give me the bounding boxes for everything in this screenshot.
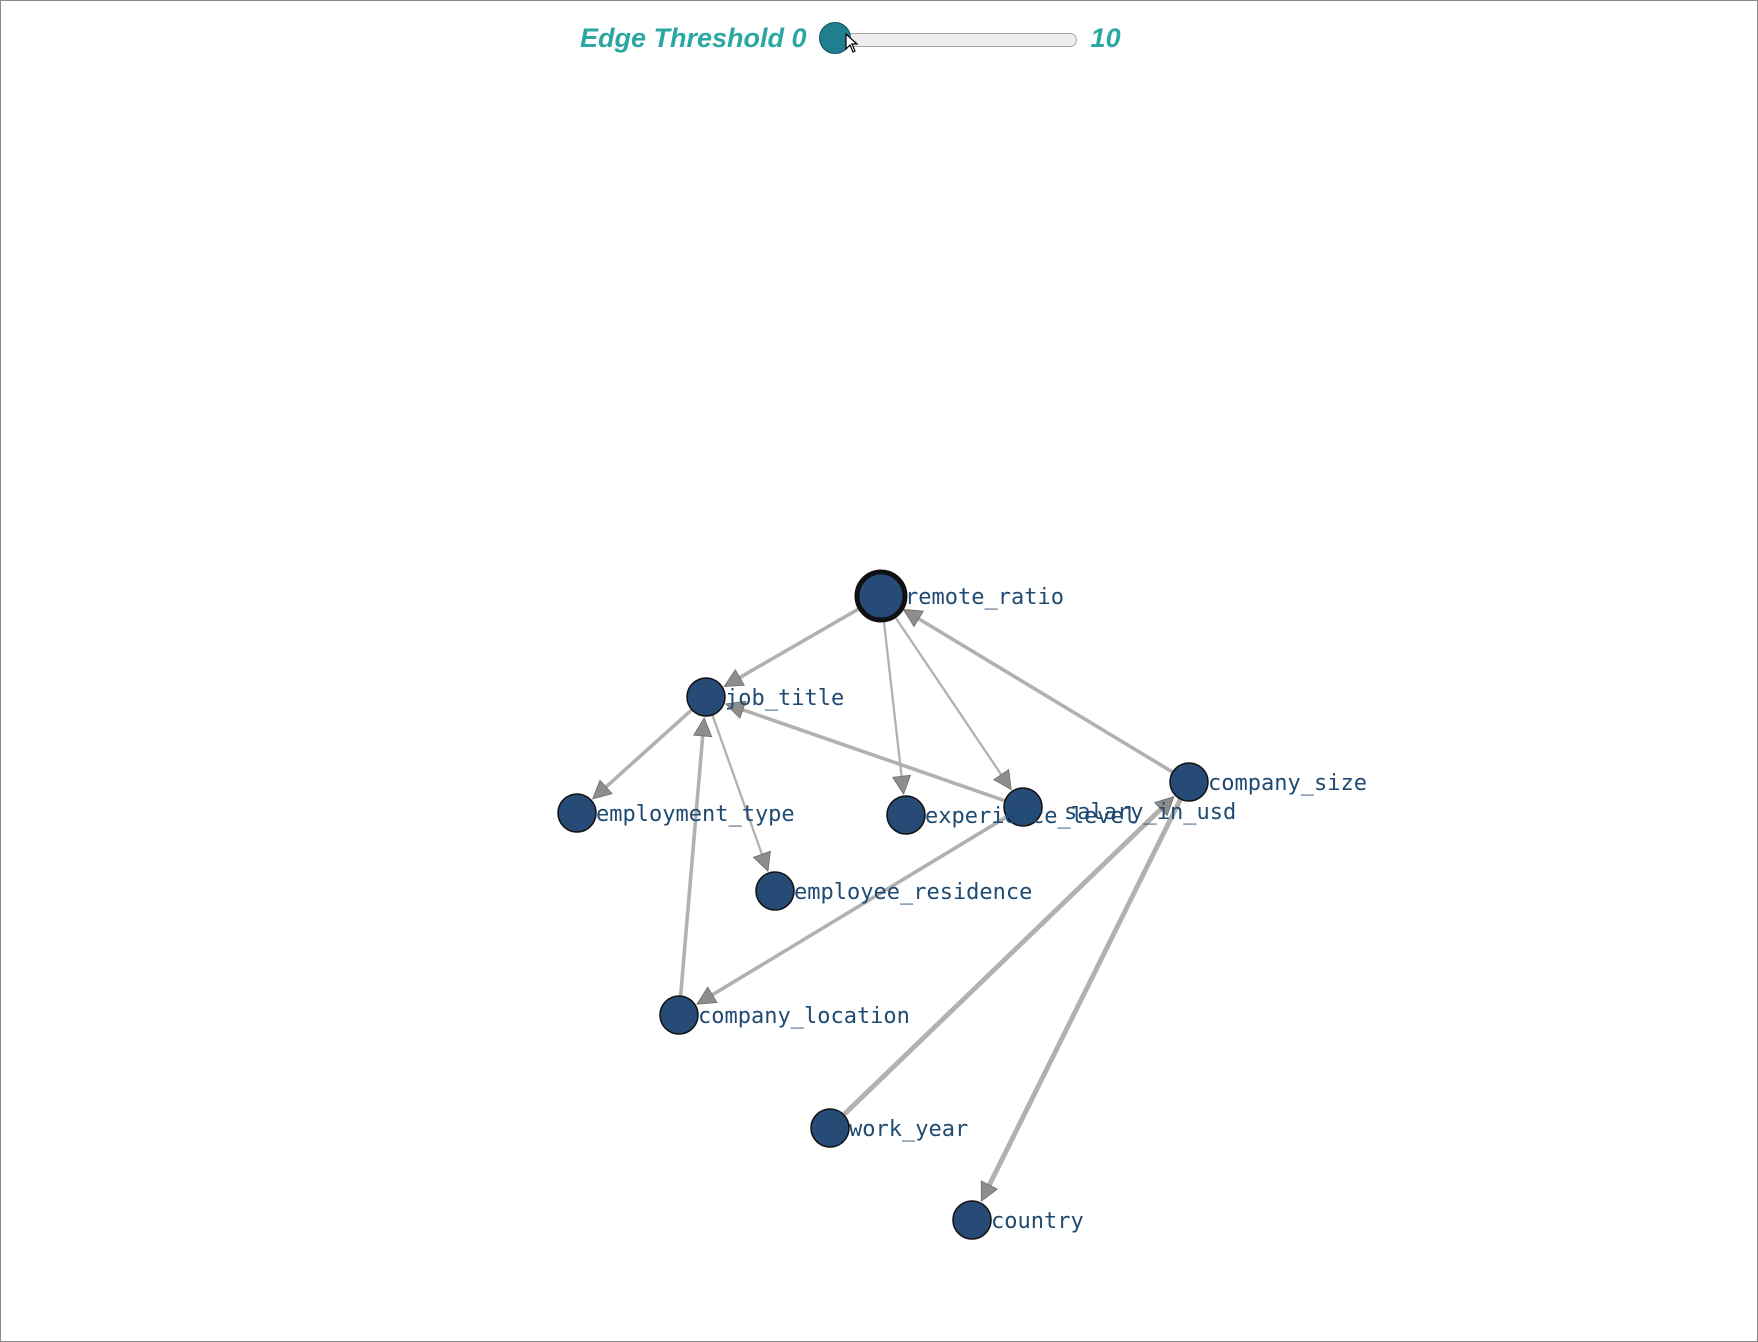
node-job_title[interactable] — [686, 677, 726, 717]
edge-remote_ratio-to-salary_in_usd — [893, 615, 1003, 776]
node-label-employment_type: employment_type — [596, 802, 795, 827]
arrowhead-remote_ratio-to-experience_level — [891, 774, 912, 796]
arrowhead-salary_in_usd-to-company_location — [696, 986, 718, 1005]
edge-work_year-to-company_size — [841, 807, 1163, 1117]
edge-layer — [591, 606, 1183, 1202]
node-label-experience_level: experience_level — [925, 804, 1137, 829]
node-label-salary_in_usd: salary_in_usd — [1064, 800, 1236, 825]
edge-salary_in_usd-to-job_title — [742, 708, 1006, 803]
edge-threshold-max-label: 10 — [1090, 22, 1121, 53]
edge-remote_ratio-to-job_title — [738, 606, 862, 680]
arrowhead-company_location-to-job_title — [693, 717, 713, 738]
arrowhead-company_size-to-remote_ratio — [902, 608, 924, 628]
node-company_size[interactable] — [1169, 762, 1209, 802]
node-label-work_year: work_year — [849, 1117, 968, 1142]
edge-job_title-to-employee_residence — [711, 714, 764, 855]
edge-company_size-to-country — [987, 797, 1183, 1187]
arrowhead-work_year-to-company_size — [1153, 795, 1175, 817]
node-label-country: country — [991, 1209, 1084, 1234]
edge-remote_ratio-to-experience_level — [882, 619, 903, 777]
node-label-remote_ratio: remote_ratio — [905, 585, 1064, 610]
edge-threshold-control: Edge Threshold 0 10 — [580, 20, 1121, 56]
edge-company_location-to-job_title — [678, 735, 705, 997]
node-remote_ratio[interactable] — [854, 569, 908, 623]
edge-threshold-label: Edge Threshold 0 — [580, 22, 807, 53]
node-label-employee_residence: employee_residence — [794, 880, 1032, 905]
arrowhead-company_size-to-country — [980, 1180, 999, 1202]
arrowhead-job_title-to-employee_residence — [752, 850, 771, 873]
node-country[interactable] — [952, 1200, 992, 1240]
edge-company_size-to-remote_ratio — [917, 617, 1174, 774]
node-company_location[interactable] — [659, 995, 699, 1035]
arrowhead-job_title-to-employment_type — [591, 779, 613, 800]
node-label-company_size: company_size — [1208, 771, 1367, 796]
node-salary_in_usd[interactable] — [1003, 787, 1043, 827]
edge-job_title-to-employment_type — [604, 708, 694, 789]
node-experience_level[interactable] — [886, 795, 926, 835]
node-label-company_location: company_location — [698, 1004, 910, 1029]
mouse-pointer-icon — [844, 33, 859, 53]
edge-salary_in_usd-to-company_location — [711, 815, 1008, 997]
arrowhead-remote_ratio-to-salary_in_usd — [992, 768, 1012, 791]
node-label-job_title: job_title — [725, 686, 844, 711]
arrowhead-remote_ratio-to-job_title — [723, 668, 745, 687]
node-layer: remote_ratio job_title employment_type expe… — [557, 569, 1367, 1240]
arrowhead-salary_in_usd-to-job_title — [724, 700, 747, 720]
node-work_year[interactable] — [810, 1108, 850, 1148]
node-employee_residence[interactable] — [755, 871, 795, 911]
edge-threshold-slider[interactable] — [818, 22, 1077, 54]
node-employment_type[interactable] — [557, 793, 597, 833]
